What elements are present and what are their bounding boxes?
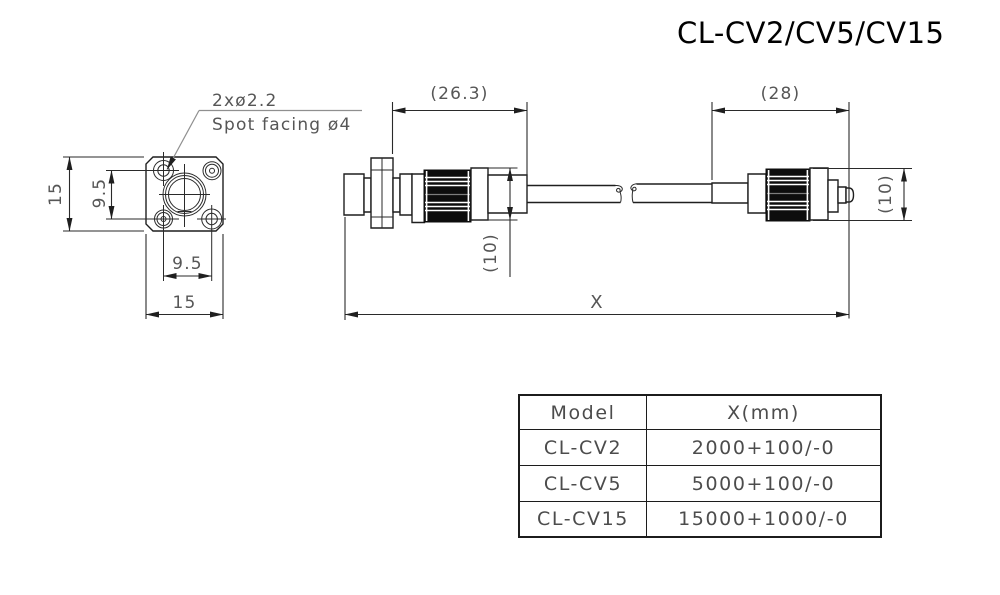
model-table: Model X(mm) CL-CV2 2000+100/-0 CL-CV5 50… [518,394,882,538]
cable-break-right [631,184,637,203]
table-row-model: CL-CV5 [520,466,647,502]
mounting-hole-top-right [203,162,221,180]
dim-left-connector-diameter: (10) [473,168,518,277]
dim-right-connector-length-label: (28) [761,84,801,104]
right-connector [712,168,854,221]
dim-flange-height: 15 [46,157,144,231]
right-coupling-nut-knurl [766,169,810,221]
cable-break-left [616,185,623,202]
cable [527,184,712,203]
dim-hole-pitch-horizontal: 9.5 [163,254,213,279]
dim-flange-width-label: 15 [172,293,196,313]
table-row-model: CL-CV15 [520,502,647,536]
right-connector-ring [810,168,828,220]
left-connector-ring [471,168,488,220]
dim-hole-pitch-horizontal-label: 9.5 [172,254,203,274]
page-title: CL-CV2/CV5/CV15 [677,16,945,50]
table-header-xmm: X(mm) [647,396,880,430]
left-connector-nose [344,174,364,215]
dim-hole-pitch-vertical: 9.5 [90,170,115,220]
table-row-xmm: 2000+100/-0 [647,430,880,466]
dim-overall-length: X [345,217,850,320]
dim-overall-length-label: X [590,292,604,313]
center-bore [159,164,210,227]
left-connector-barrel [488,175,527,213]
dim-right-connector-diameter-label: (10) [876,174,896,214]
dim-left-connector-length-label: (26.3) [430,84,488,104]
right-connector-boot [712,183,748,203]
right-connector-ferrule-tip [846,188,854,202]
dim-right-connector-length: (28) [712,84,849,319]
table-row-xmm: 15000+1000/-0 [678,508,849,530]
hole-note-line1: 2xø2.2 [212,91,278,111]
dim-left-connector-length: (26.3) [393,84,528,182]
table-header-model: Model [520,396,647,430]
dim-hole-pitch-vertical-label: 9.5 [90,178,110,209]
left-coupling-nut-knurl [424,170,471,222]
dim-right-connector-diameter: (10) [813,169,912,221]
table-row-model: CL-CV2 [520,430,647,466]
front-view: 2xø2.2 Spot facing ø4 15 9.5 9.5 [46,91,362,319]
table-row-xmm: 5000+100/-0 [647,466,880,502]
dim-flange-height-label: 15 [46,182,66,206]
spot-facing-leader: 2xø2.2 Spot facing ø4 [167,91,362,170]
hole-note-line2: Spot facing ø4 [212,115,352,135]
side-view: (26.3) (28) (10) (10 [344,84,912,320]
dim-left-connector-diameter-label: (10) [481,233,501,273]
dim-flange-width: 15 [146,234,223,319]
